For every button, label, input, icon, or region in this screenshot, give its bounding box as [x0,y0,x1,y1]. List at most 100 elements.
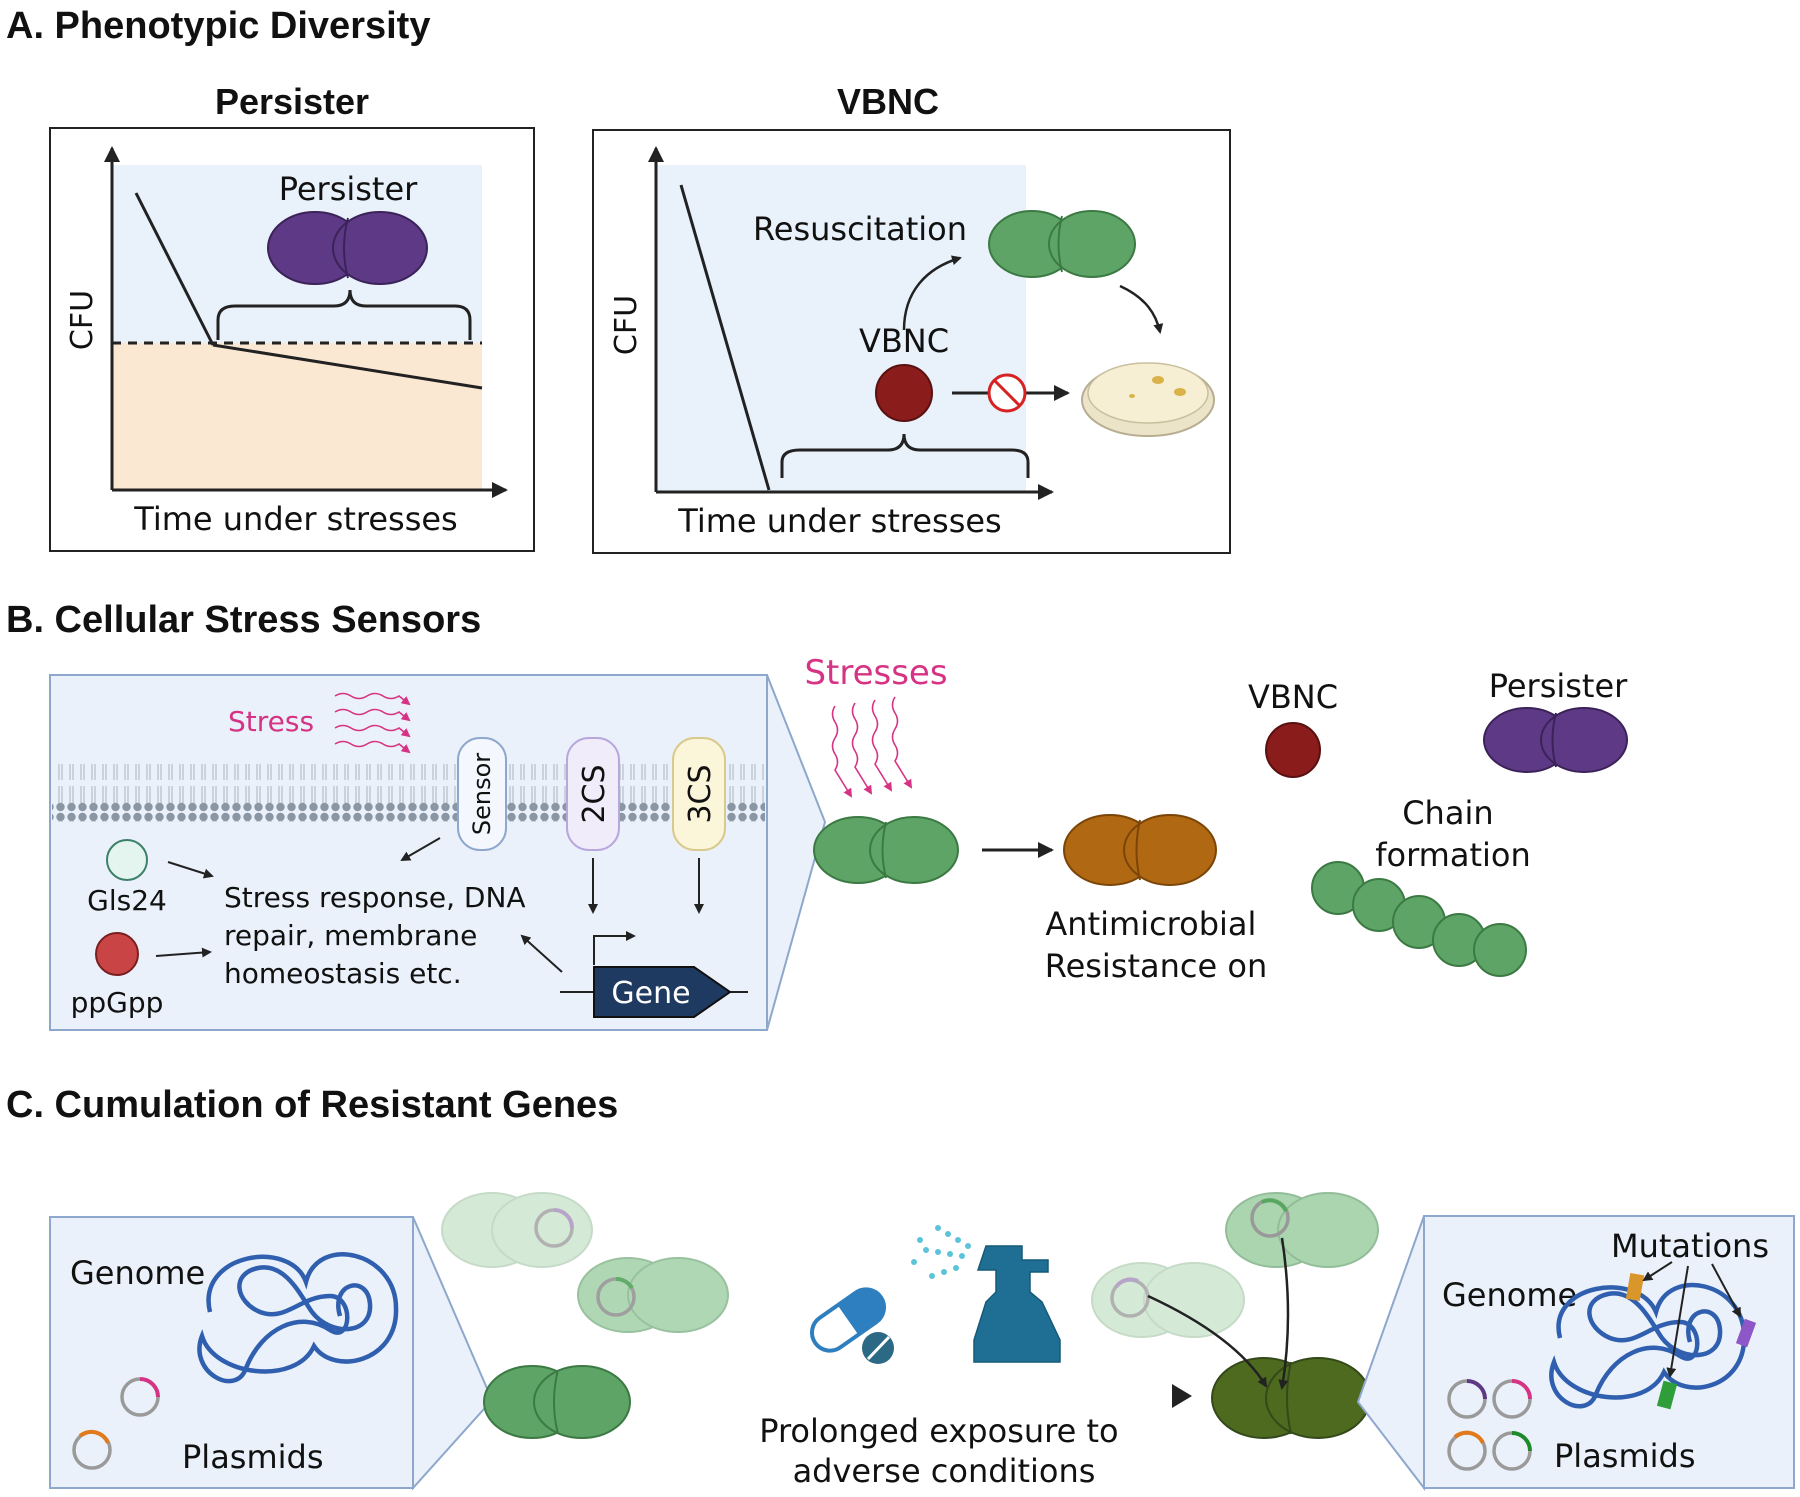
persister-y-axis-label: CFU [65,290,100,350]
resuscitation-arrow [902,255,962,331]
left-genome-dna [197,1252,399,1384]
sensor-arrow [400,837,441,862]
prohibited-icon [987,373,1027,413]
stress-waves [334,692,411,754]
left-genome-label: Genome [70,1254,205,1292]
sensor-label: Sensor [468,753,496,835]
vbnc-brace [780,433,1030,478]
donor-cell-left [1091,1262,1245,1338]
capsule-pill-icon [809,1287,894,1364]
chain-line-1: Chain [1402,794,1493,832]
vbnc-y-axis-label: CFU [609,295,644,355]
mutations-label: Mutations [1611,1227,1769,1265]
gls24-label: Gls24 [87,884,167,917]
right-genome-label: Genome [1442,1276,1577,1314]
mutation-marker-purple [1735,1318,1757,1348]
mutation-arrow-3 [1711,1263,1741,1318]
response-line-3: homeostasis etc. [224,957,462,990]
source-cell [483,1365,631,1439]
vbnc-outcome-label: VBNC [1248,678,1338,716]
two-cs-label: 2CS [577,764,612,823]
chain-text: Chain formation [1375,794,1531,874]
persister-brace [216,289,472,340]
right-genome-dna [1549,1282,1747,1409]
three-component-system [672,737,726,851]
stresses-waves [831,696,913,798]
section-b-heading: B. Cellular Stress Sensors [6,599,481,641]
right-plasmid-icon [1492,1431,1532,1471]
amr-cell [1063,814,1217,886]
vbnc-panel-title: VBNC [837,81,939,122]
ppgpp-molecule [95,932,139,976]
left-plasmid-icon [120,1377,160,1417]
mutation-arrow-2 [1666,1265,1689,1378]
chain-line-2: formation [1375,836,1531,874]
section-a-heading: A. Phenotypic Diversity [6,5,430,47]
vbnc-kill-curve [679,184,771,491]
culture-arrow [1119,284,1164,334]
cell-chain [1311,861,1527,977]
right-plasmid-icon [1447,1379,1487,1419]
right-zoom-wedge [1356,1215,1425,1491]
transfer-arrow-left [1147,1294,1268,1388]
resuscitated-cell [988,210,1136,278]
gls24-molecule [106,839,148,881]
exposure-arrow-head [1172,1384,1192,1408]
left-plasmid-icon [72,1429,112,1470]
gls24-arrow [167,861,214,879]
persister-kill-curve [134,192,215,346]
stresses-label: Stresses [804,653,947,693]
response-line-2: repair, membrane [224,919,477,952]
exposure-text: Prolonged exposure to adverse conditions [759,1412,1129,1490]
gene-output-arrow [520,934,563,973]
sensor-protein [457,737,507,851]
mutation-arrow-1 [1642,1261,1673,1282]
faded-cell-purple-plasmid [441,1192,593,1268]
resistant-cell [1211,1357,1371,1439]
vbnc-outcome-cell [1265,722,1321,778]
exposure-line-1: Prolonged exposure to [759,1412,1118,1450]
petri-dish-icon [1081,362,1215,437]
persister-panel-title: Persister [215,81,369,122]
spray-bottle-icon [911,1225,1061,1363]
mutation-marker-orange [1625,1272,1645,1302]
persister-plateau-curve [212,343,483,390]
left-plasmids-label: Plasmids [182,1438,324,1476]
persister-lower-region [112,343,482,489]
resuscitation-label: Resuscitation [753,210,967,248]
vbnc-x-axis-label: Time under stresses [677,502,1001,540]
amr-line-1: Antimicrobial [1045,905,1256,943]
stress-label: Stress [228,705,314,738]
promoter-arrow [593,931,636,965]
right-plasmid-icon [1447,1430,1487,1471]
two-component-system [566,737,620,851]
right-plasmids-label: Plasmids [1554,1437,1696,1475]
right-plasmid-icon [1492,1379,1532,1419]
gene-label: Gene [611,976,690,1011]
donor-cell-top [1225,1192,1379,1268]
faded-cell-green-plasmid [577,1257,729,1333]
persister-outcome-label: Persister [1489,667,1628,705]
persister-x-axis-label: Time under stresses [133,500,457,538]
right-genome-panel [1423,1215,1795,1489]
persister-cell-label: Persister [279,170,418,208]
response-line-1: Stress response, DNA [224,881,526,914]
stress-response-text: Stress response, DNA repair, membrane ho… [224,881,535,990]
ppgpp-arrow [155,947,212,958]
vbnc-cell [875,364,933,422]
three-cs-label: 3CS [683,764,718,823]
transfer-arrow-top [1278,1237,1290,1390]
section-c-heading: C. Cumulation of Resistant Genes [6,1084,618,1126]
vbnc-plot-region [656,165,1026,491]
exposure-line-2: adverse conditions [793,1452,1096,1490]
stressed-cell [813,816,959,884]
ppgpp-label: ppGpp [71,986,164,1019]
mutation-marker-green [1656,1380,1678,1410]
persister-cell [267,211,428,285]
persister-outcome-cell [1483,707,1628,773]
amr-line-2: Resistance on [1045,947,1267,985]
amr-text: Antimicrobial Resistance on [1045,905,1267,985]
gene-block [593,966,732,1018]
cell-membrane [52,764,765,822]
